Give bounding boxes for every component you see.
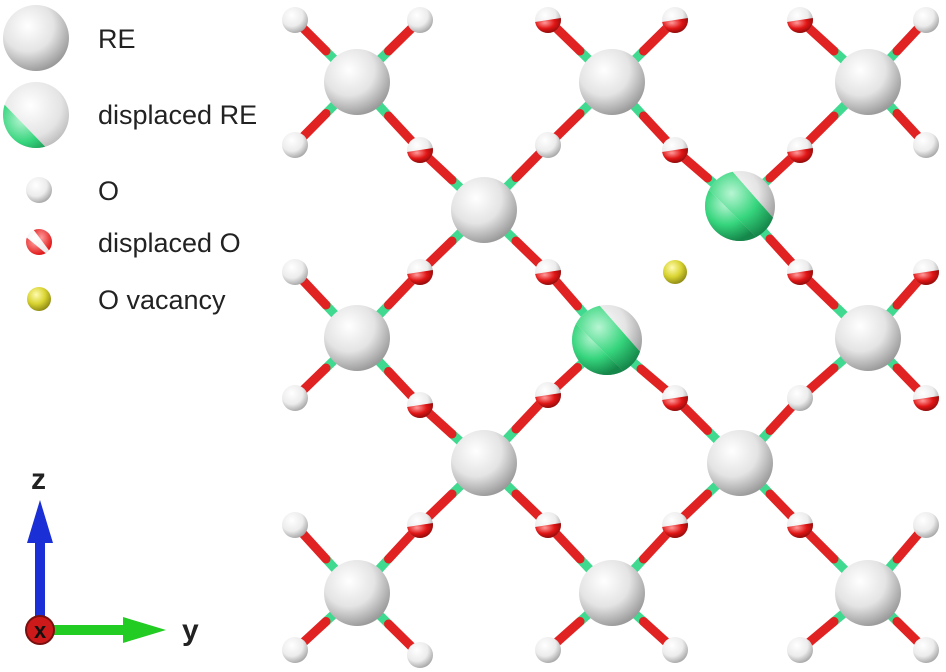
o-atom [913, 637, 939, 663]
o-atom [407, 642, 433, 668]
o-atom [913, 512, 939, 538]
displaced-o-atom [535, 259, 561, 285]
re-atom [707, 430, 773, 496]
re-swatch [3, 5, 69, 71]
axes-indicator: z y x [25, 463, 199, 647]
o-atom [913, 7, 939, 33]
displaced-o-atom [913, 259, 939, 285]
displaced-o-atom [662, 385, 688, 411]
displaced-o-atom [535, 512, 561, 538]
displaced-o-atom [407, 512, 433, 538]
re-atom [835, 560, 901, 626]
o-swatch [26, 177, 52, 203]
y-axis-shaft [44, 625, 126, 635]
o-atom [282, 132, 308, 158]
legend-item-o: O [26, 176, 119, 206]
legend-label-re: RE [98, 24, 136, 54]
y-axis-label: y [182, 614, 199, 647]
z-axis-label: z [31, 463, 46, 496]
displaced-o-atom [662, 137, 688, 163]
o-vacancy-swatch [27, 287, 51, 311]
x-axis-marker [25, 615, 55, 645]
re-atom [579, 49, 645, 115]
re-atom [579, 560, 645, 626]
displaced-o-atom [535, 382, 561, 408]
legend-label-o: O [98, 176, 119, 206]
legend-item-displaced-o: displaced O [26, 228, 241, 258]
atoms-layer [282, 7, 939, 668]
re-atom [324, 305, 390, 371]
displaced-o-atom [407, 137, 433, 163]
x-axis-label: x [34, 618, 47, 643]
displaced-o-atom [787, 7, 813, 33]
o-atom [282, 259, 308, 285]
legend-label-displaced-o: displaced O [98, 228, 241, 258]
legend-item-re: RE [3, 5, 136, 71]
re-atom [451, 430, 517, 496]
displaced-o-atom [913, 385, 939, 411]
z-axis-shaft [35, 540, 45, 632]
re-atom [835, 305, 901, 371]
o-vacancy [663, 260, 687, 284]
displaced-o-atom [407, 259, 433, 285]
legend-item-displaced-re: displaced RE [3, 82, 257, 148]
re-atom [835, 49, 901, 115]
o-atom [913, 132, 939, 158]
o-atom [787, 637, 813, 663]
o-atom [282, 637, 308, 663]
o-atom [282, 385, 308, 411]
re-atom [451, 177, 517, 243]
z-axis-arrowhead [27, 500, 53, 543]
o-atom [535, 132, 561, 158]
o-atom [787, 385, 813, 411]
o-atom [282, 512, 308, 538]
o-atom [407, 7, 433, 33]
o-atom [282, 7, 308, 33]
displaced-re-atom [705, 171, 775, 241]
displaced-re-atom [572, 305, 642, 375]
displaced-o-atom [787, 137, 813, 163]
displaced-o-atom [662, 512, 688, 538]
displaced-o-atom [787, 512, 813, 538]
re-atom [324, 49, 390, 115]
re-atom [324, 560, 390, 626]
o-atom [662, 637, 688, 663]
o-atom [535, 637, 561, 663]
legend-label-displaced-re: displaced RE [98, 100, 257, 130]
displaced-o-atom [662, 7, 688, 33]
legend: RE displaced RE O displaced O [3, 5, 257, 315]
legend-item-o-vacancy: O vacancy [27, 285, 226, 315]
displaced-o-atom [407, 392, 433, 418]
y-axis-arrowhead [123, 617, 166, 643]
legend-label-o-vacancy: O vacancy [98, 285, 226, 315]
displaced-o-atom [787, 259, 813, 285]
displaced-o-atom [535, 7, 561, 33]
